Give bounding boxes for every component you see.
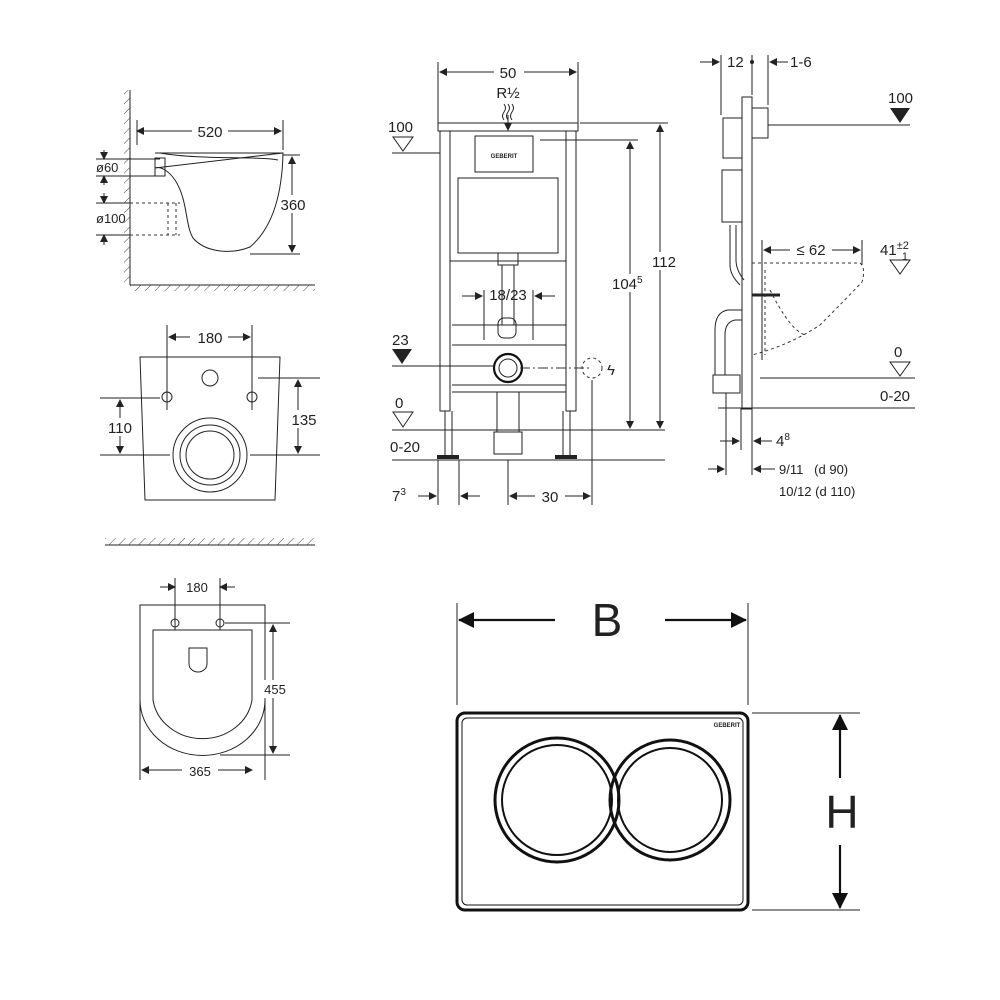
- outlet-spacing-label: 18/23: [489, 287, 527, 304]
- toilet-bowl-outline: [154, 152, 284, 252]
- toilet-bottom-outline: [139, 604, 266, 756]
- depth-12-label: 12: [727, 54, 744, 71]
- toilet-height-label: 360: [280, 197, 305, 214]
- bottom-width-label: 365: [189, 764, 211, 779]
- rear-hole-height-label: 110: [108, 420, 132, 437]
- level-23-label: 23: [392, 332, 409, 349]
- flush-plate-opening: [474, 135, 534, 173]
- level-100-label: 100: [388, 119, 413, 136]
- plate-width-label: B: [592, 594, 623, 646]
- plate-depth-label: 1-6: [790, 54, 812, 71]
- rear-hole-spacing-label: 180: [197, 330, 222, 347]
- small-flush-button: [608, 738, 732, 862]
- floor-adjust-label: 0-20: [390, 439, 420, 456]
- bowl-projection-label: ≤ 62: [796, 242, 825, 259]
- level-0-label: 0: [395, 395, 403, 412]
- total-height-label: 112: [652, 254, 676, 271]
- bottom-length-label: 455: [264, 682, 286, 697]
- water-inlet-label: R½: [496, 85, 520, 102]
- side-level-100-label: 100: [888, 90, 913, 107]
- toilet-bottom-view: 180 455 365: [139, 578, 290, 780]
- power-offset-label: 30: [542, 489, 559, 506]
- foot-offset-label: 73: [392, 487, 406, 505]
- wall-hatch: [124, 90, 130, 285]
- offset-48-label: 48: [776, 432, 790, 450]
- frame-front-view: 50 R½ GEBERIT 18/23 ϟ 100 23: [388, 62, 678, 506]
- large-flush-button: [493, 736, 621, 864]
- toilet-rear-outline: [139, 356, 281, 501]
- rear-outlet-height-label: 135: [291, 412, 316, 429]
- side-floor-adjust-label: 0-20: [880, 388, 910, 405]
- toilet-depth-label: 520: [197, 124, 222, 141]
- flush-plate-view: B GEBERIT H: [455, 594, 860, 912]
- flush-plate-outline: [455, 711, 750, 912]
- bottom-hole-spacing-label: 180: [186, 580, 208, 595]
- height-1045-label: 1045: [612, 275, 643, 293]
- offset-d110-label: 10/12 (d 110): [779, 484, 855, 499]
- toilet-rear-view: 180 110 135: [100, 325, 320, 546]
- outlet-diameter-label: ø100: [96, 211, 126, 226]
- frame-brand-label: GEBERIT: [491, 154, 518, 160]
- plate-height-label: H: [825, 786, 858, 838]
- offset-d90-label: 9/11 (d 90): [779, 462, 848, 477]
- toilet-side-view: 520 360 ø60 ø100: [96, 90, 315, 291]
- plate-brand-label: GEBERIT: [714, 723, 741, 729]
- inlet-diameter-label: ø60: [96, 160, 118, 175]
- side-level-0-label: 0: [894, 344, 902, 361]
- frame-width-label: 50: [500, 65, 517, 82]
- power-symbol-icon: ϟ: [607, 362, 615, 379]
